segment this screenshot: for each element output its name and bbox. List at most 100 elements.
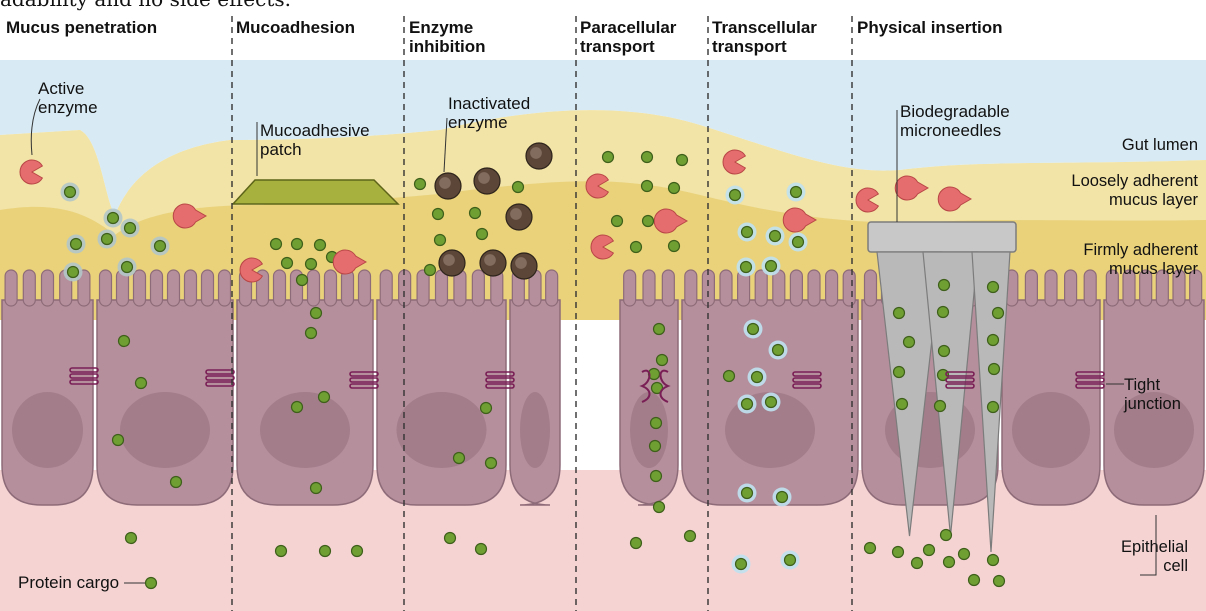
protein-cargo-icon bbox=[71, 239, 82, 250]
protein-cargo-icon bbox=[935, 401, 946, 412]
protein-cargo-icon bbox=[939, 346, 950, 357]
protein-cargo-icon bbox=[631, 242, 642, 253]
protein-cargo-icon bbox=[454, 453, 465, 464]
panel-title: Mucus penetration bbox=[6, 18, 157, 37]
protein-cargo-icon bbox=[642, 152, 653, 163]
microvillus bbox=[202, 270, 214, 306]
protein-cargo-icon bbox=[651, 418, 662, 429]
protein-cargo-icon bbox=[791, 187, 802, 198]
inactivated-enzyme-highlight bbox=[530, 147, 542, 159]
protein-cargo-icon bbox=[742, 227, 753, 238]
protein-cargo-icon bbox=[742, 488, 753, 499]
microvillus bbox=[168, 270, 180, 306]
microvillus bbox=[23, 270, 35, 306]
microvillus bbox=[865, 270, 877, 306]
protein-cargo-icon bbox=[865, 543, 876, 554]
protein-cargo-icon bbox=[941, 530, 952, 541]
protein-cargo-icon bbox=[669, 241, 680, 252]
microvillus bbox=[42, 270, 54, 306]
inactivated-enzyme-highlight bbox=[515, 257, 527, 269]
protein-cargo-icon bbox=[631, 538, 642, 549]
protein-cargo-icon bbox=[988, 335, 999, 346]
protein-cargo-icon bbox=[904, 337, 915, 348]
protein-cargo-label: Protein cargo bbox=[18, 573, 119, 592]
cell-nucleus bbox=[397, 392, 487, 468]
protein-cargo-icon bbox=[435, 235, 446, 246]
microvillus bbox=[546, 270, 558, 306]
inactivated-enzyme-highlight bbox=[478, 172, 490, 184]
protein-cargo-icon bbox=[730, 190, 741, 201]
microvillus bbox=[399, 270, 411, 306]
protein-cargo-icon bbox=[924, 545, 935, 556]
protein-cargo-icon bbox=[603, 152, 614, 163]
protein-cargo-icon bbox=[938, 307, 949, 318]
microvillus bbox=[100, 270, 112, 306]
protein-cargo-icon bbox=[415, 179, 426, 190]
microvillus bbox=[826, 270, 838, 306]
protein-cargo-icon bbox=[748, 324, 759, 335]
protein-cargo-icon bbox=[654, 324, 665, 335]
microvillus bbox=[308, 270, 320, 306]
protein-cargo-icon bbox=[125, 223, 136, 234]
protein-cargo-icon bbox=[486, 458, 497, 469]
microvillus bbox=[185, 270, 197, 306]
microvillus bbox=[274, 270, 286, 306]
protein-cargo-icon bbox=[912, 558, 923, 569]
protein-cargo-icon bbox=[481, 403, 492, 414]
protein-cargo-icon bbox=[685, 531, 696, 542]
microvillus bbox=[1065, 270, 1077, 306]
caption-fragment: adability and no side effects. bbox=[0, 0, 1206, 16]
protein-cargo-icon bbox=[959, 549, 970, 560]
protein-cargo-icon bbox=[108, 213, 119, 224]
panel-title: Mucoadhesion bbox=[236, 18, 355, 37]
panel-title: Enzymeinhibition bbox=[409, 18, 485, 56]
microvillus bbox=[472, 270, 484, 306]
protein-cargo-icon bbox=[477, 229, 488, 240]
microvillus bbox=[219, 270, 231, 306]
protein-cargo-icon bbox=[742, 399, 753, 410]
protein-cargo-icon bbox=[276, 546, 287, 557]
protein-cargo-icon bbox=[777, 492, 788, 503]
protein-cargo-icon bbox=[297, 275, 308, 286]
protein-cargo-icon bbox=[136, 378, 147, 389]
protein-cargo-icon bbox=[770, 231, 781, 242]
panel-title: Transcellulartransport bbox=[712, 18, 817, 56]
protein-cargo-icon bbox=[425, 265, 436, 276]
protein-cargo-icon bbox=[989, 364, 1000, 375]
microneedles-label: Biodegradablemicroneedles bbox=[900, 102, 1010, 140]
protein-cargo-icon bbox=[736, 559, 747, 570]
cell-nucleus bbox=[120, 392, 210, 468]
protein-cargo-icon bbox=[352, 546, 363, 557]
microvillus bbox=[790, 270, 802, 306]
protein-cargo-icon bbox=[122, 262, 133, 273]
protein-cargo-icon bbox=[785, 555, 796, 566]
cell-nucleus bbox=[1012, 392, 1090, 468]
microvillus bbox=[1045, 270, 1057, 306]
protein-cargo-icon bbox=[766, 397, 777, 408]
protein-cargo-icon bbox=[994, 576, 1005, 587]
protein-cargo-icon bbox=[612, 216, 623, 227]
microvillus bbox=[643, 270, 655, 306]
microvillus bbox=[5, 270, 17, 306]
protein-cargo-icon bbox=[271, 239, 282, 250]
mucoadhesive-patch-icon bbox=[233, 180, 398, 204]
microvillus bbox=[436, 270, 448, 306]
protein-cargo-icon bbox=[752, 372, 763, 383]
protein-cargo-icon bbox=[476, 544, 487, 555]
microvillus bbox=[359, 270, 371, 306]
microvillus bbox=[1084, 270, 1096, 306]
inactivated-enzyme-highlight bbox=[443, 254, 455, 266]
protein-cargo-icon bbox=[741, 262, 752, 273]
protein-cargo-icon bbox=[897, 399, 908, 410]
microvillus bbox=[662, 270, 674, 306]
microvillus bbox=[843, 270, 855, 306]
protein-cargo-icon bbox=[939, 280, 950, 291]
protein-cargo-icon bbox=[282, 258, 293, 269]
protein-cargo-icon bbox=[894, 367, 905, 378]
microvillus bbox=[325, 270, 337, 306]
protein-cargo-icon bbox=[988, 282, 999, 293]
protein-cargo-icon bbox=[306, 259, 317, 270]
protein-cargo-icon bbox=[292, 402, 303, 413]
